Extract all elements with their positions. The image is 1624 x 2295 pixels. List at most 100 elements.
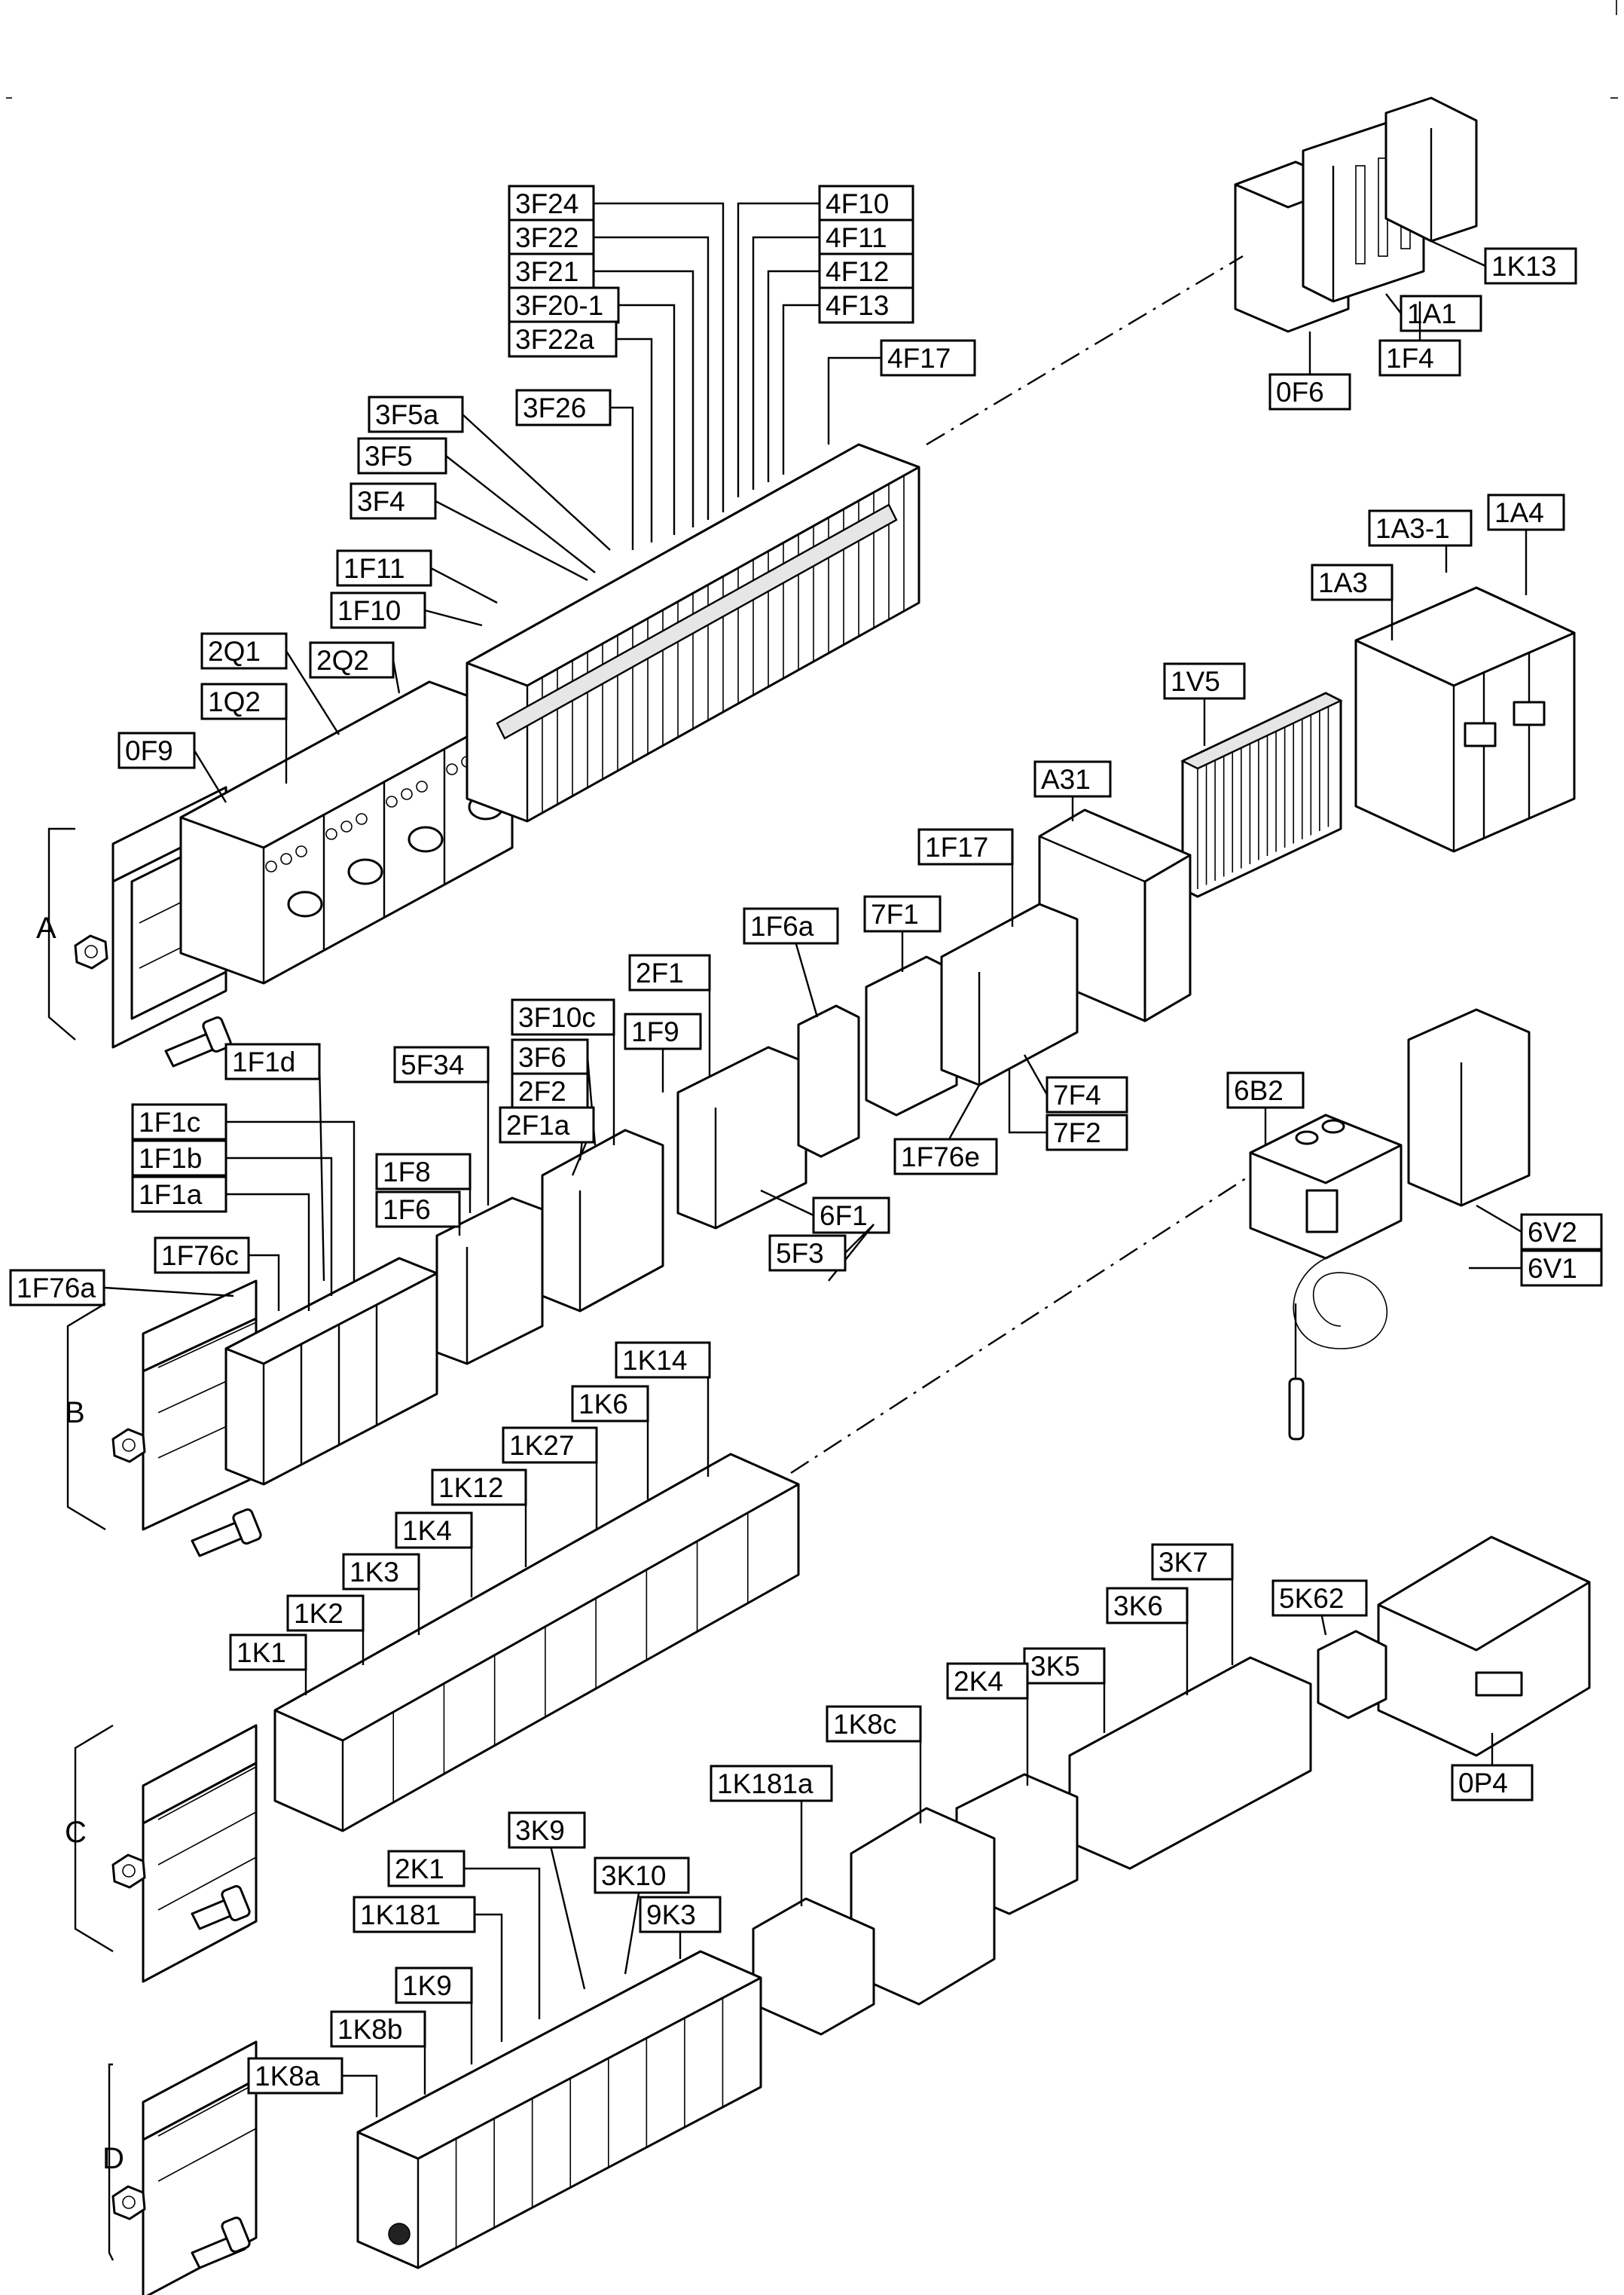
component-label: 5F3 [776,1238,824,1269]
leader-line [475,1913,503,2042]
callout-2f1a: 2F1a [499,1106,595,1176]
callout-1f10: 1F10 [330,591,483,629]
label-box [154,1236,250,1274]
callout-0f6: 0F6 [1268,332,1351,411]
component-label: 3K7 [1158,1547,1208,1578]
label-box [200,683,288,720]
component-label: 1K6 [578,1389,628,1419]
control-modules-top [1234,96,1478,333]
component-label: 1A3-1 [1375,513,1450,544]
mcb-group-2f1 [676,1046,807,1230]
label-box [812,1196,890,1234]
label-box [1400,295,1482,332]
label-box [946,1662,1029,1700]
component-label: 0P4 [1458,1768,1508,1798]
leader-line [737,202,820,497]
component-label: 3F22a [515,324,594,355]
callout-7f1: 7F1 [863,895,942,972]
callout-1f4: 1F4 [1378,301,1461,377]
component-label: 2K1 [395,1853,444,1884]
callout-4f13: 4F13 [782,286,914,475]
label-box [229,1633,307,1671]
callout-4f11: 4F11 [752,218,914,490]
leader-line [103,1286,234,1297]
component-label: 7F4 [1053,1080,1101,1111]
callout-3k5: 3K5 [1023,1647,1106,1733]
callout-1f6: 1F6 [375,1190,461,1236]
label-box [502,1426,598,1464]
component-label: 1F8 [383,1157,431,1187]
label-box [1311,564,1394,601]
label-box [342,1553,420,1591]
label-box [917,828,1014,866]
callout-2k4: 2K4 [946,1662,1029,1786]
label-box [1378,339,1461,377]
callout-1v5: 1V5 [1163,662,1246,746]
component-label: 3F24 [515,188,578,219]
callout-4f10: 4F10 [737,185,914,497]
callout-1k181a: 1K181a [710,1765,833,1906]
component-label: 1A4 [1494,497,1544,528]
component-label: 0F9 [125,735,173,766]
label-box [393,1046,490,1083]
callout-6v1: 6V1 [1469,1249,1603,1287]
label-box [368,396,464,433]
callout-3f5a: 3F5a [368,396,611,551]
component-label: 1K14 [622,1345,687,1376]
callout-5k62: 5K62 [1271,1579,1368,1636]
leader-line [594,236,710,520]
component-label: 2Q1 [208,636,261,667]
label-box [508,218,595,256]
callout-3f21: 3F21 [508,252,694,527]
label-box [508,1811,586,1849]
callout-3f26: 3F26 [515,389,634,550]
callout-1k8b: 1K8b [330,2010,426,2095]
callout-3f24: 3F24 [508,185,725,512]
callout-4f17: 4F17 [827,339,976,445]
component-label: 4F17 [887,343,951,374]
label-box [1033,760,1112,798]
component-label: 4F13 [826,290,889,321]
leader-line [1476,1204,1522,1233]
callout-1k14: 1K14 [615,1341,711,1477]
label-box [1106,1587,1189,1624]
callout-1k9: 1K9 [395,1966,473,2064]
leader-line [767,270,820,482]
callout-labels: 3F243F223F213F20-13F22a4F104F114F124F134… [9,185,1603,2117]
component-label: 6V2 [1528,1217,1577,1248]
label-box [1451,1764,1534,1801]
component-label: 1K3 [350,1557,399,1588]
component-label: 3F10c [518,1002,596,1033]
component-label: 1F1d [232,1047,295,1077]
component-label: 2F1 [636,958,684,989]
module-6v [1407,1008,1531,1207]
callout-9k3: 9K3 [639,1896,722,1959]
leader-line [464,1867,541,2019]
leader-line [462,414,611,551]
component-label: 6F1 [820,1200,868,1231]
nut-bolt-a [74,934,232,1068]
label-box [330,591,426,629]
component-label: 1K181a [717,1768,814,1799]
label-box [131,1103,227,1141]
callout-2q1: 2Q1 [200,632,340,735]
relay-5k62 [1317,1630,1387,1719]
callout-1f76c: 1F76c [154,1236,280,1311]
group-d-assembly: D [102,1950,762,2295]
component-label: 0F6 [1276,377,1324,408]
callout-3k10: 3K10 [594,1856,690,1975]
leader-line [249,1254,280,1311]
callout-1k3: 1K3 [342,1553,420,1635]
component-label: 1F6a [750,911,814,942]
leader-line [594,270,694,527]
callout-2f2: 2F2 [511,1072,589,1161]
callout-4f12: 4F12 [767,252,914,482]
callout-1a3: 1A3 [1311,564,1394,640]
callout-1k181: 1K181 [353,1896,503,2042]
label-box [615,1341,711,1379]
component-label: 3F21 [515,256,578,287]
callout-1k8a: 1K8a [247,2057,378,2117]
label-box [118,732,196,769]
leader-line [948,1084,981,1140]
label-box [594,1856,690,1894]
